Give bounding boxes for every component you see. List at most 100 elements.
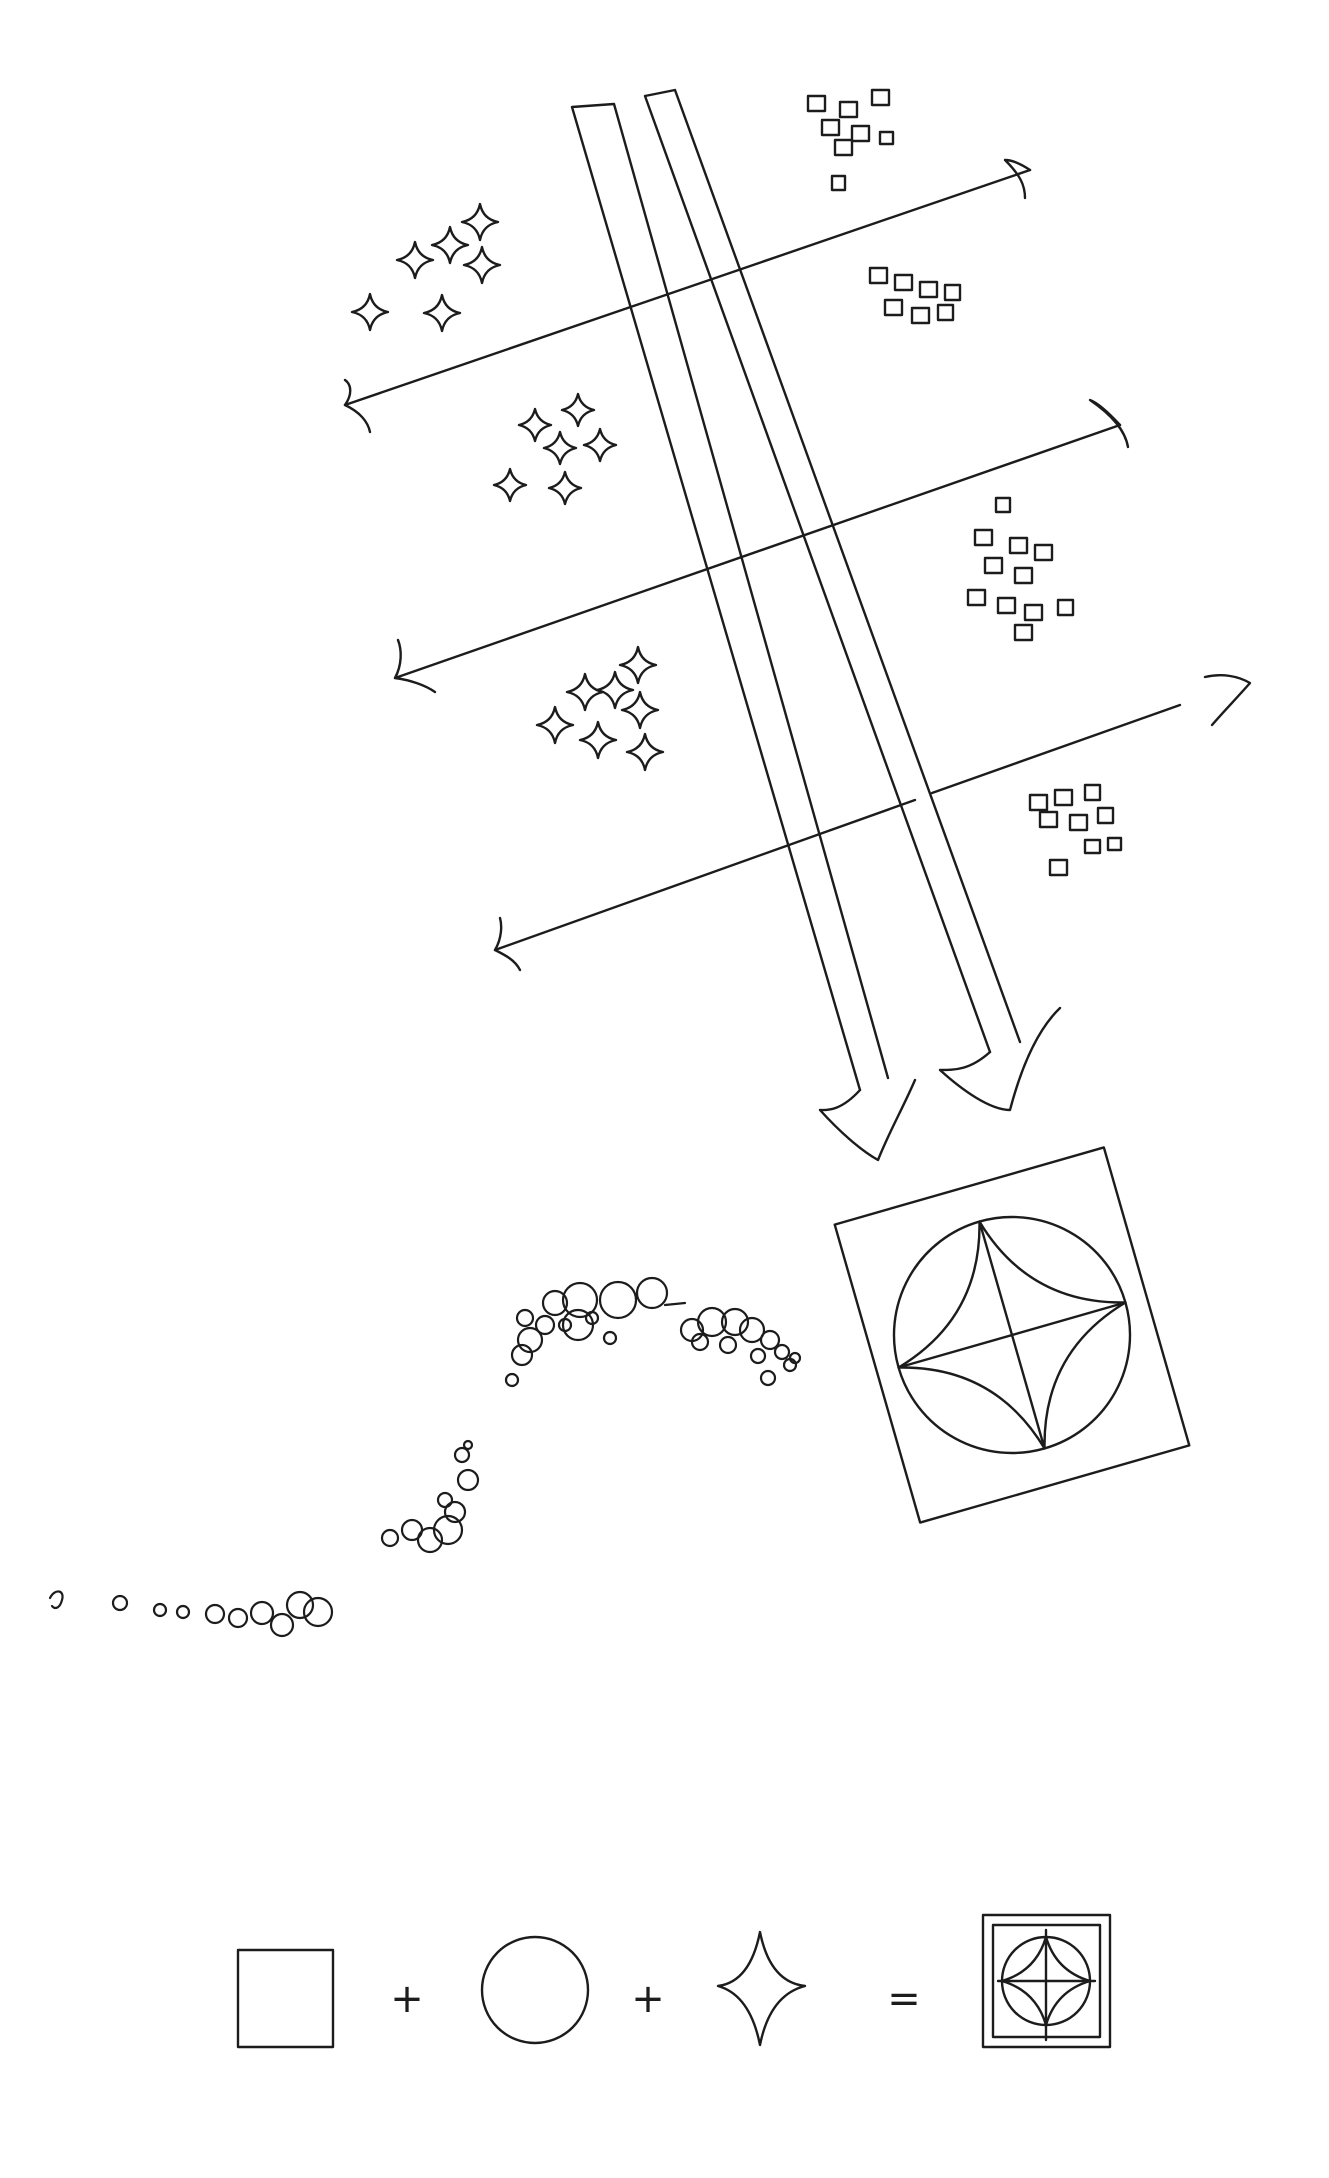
four-point-star <box>567 674 603 710</box>
small-circle <box>563 1283 597 1317</box>
small-circle <box>455 1448 469 1462</box>
small-circle <box>751 1349 765 1363</box>
four-point-star <box>537 707 573 743</box>
small-square <box>1055 790 1072 805</box>
left-shaft-arrowhead <box>820 1080 915 1160</box>
small-circle <box>304 1598 332 1626</box>
small-circle <box>518 1328 542 1352</box>
star-cluster-2 <box>494 394 616 504</box>
square-cluster-4 <box>1030 785 1121 875</box>
star-cluster-1 <box>352 204 500 331</box>
four-point-star <box>597 672 633 708</box>
equation-plus-1: + <box>390 1976 424 2022</box>
small-square <box>1015 568 1032 583</box>
small-square <box>1035 545 1052 560</box>
small-circle <box>251 1602 273 1624</box>
small-square <box>920 282 937 297</box>
small-square <box>912 308 929 323</box>
equation-circle <box>482 1937 588 2043</box>
double-arrow-1-right-head <box>1005 160 1030 198</box>
small-square <box>835 140 852 155</box>
small-square <box>975 530 992 545</box>
small-square <box>832 176 845 190</box>
small-circle <box>517 1310 533 1326</box>
framed-motif-small <box>983 1915 1110 2047</box>
small-square <box>945 285 960 300</box>
small-circle <box>586 1312 598 1324</box>
small-circle <box>506 1374 518 1386</box>
double-arrow-3-left-head <box>495 918 520 970</box>
small-square <box>1030 795 1047 810</box>
four-point-star <box>549 472 581 504</box>
four-point-star <box>462 204 498 240</box>
small-circle <box>287 1592 313 1618</box>
double-arrow-1-line <box>345 170 1030 405</box>
double-arrow-3-line <box>495 705 1180 950</box>
small-square <box>968 590 985 605</box>
small-circle <box>445 1502 465 1522</box>
small-square <box>1085 840 1100 853</box>
small-square <box>1098 808 1113 823</box>
small-square <box>822 120 839 135</box>
small-circle <box>775 1345 789 1359</box>
double-arrow-2-left-head <box>395 640 435 692</box>
double-shaft-arrow <box>572 90 1060 1160</box>
right-shaft-arrowhead <box>940 1008 1060 1110</box>
small-circle <box>536 1316 554 1334</box>
small-square <box>1025 605 1042 620</box>
double-arrow-3 <box>495 675 1250 970</box>
four-point-star <box>620 647 656 683</box>
small-circle <box>458 1470 478 1490</box>
small-square <box>998 598 1015 613</box>
small-circle <box>761 1331 779 1349</box>
small-square <box>808 96 825 111</box>
circle-trail <box>50 1278 800 1636</box>
trail-dash <box>665 1303 685 1305</box>
small-circle <box>740 1318 764 1342</box>
small-circle <box>720 1337 736 1353</box>
four-point-star <box>494 469 526 501</box>
small-square <box>996 498 1010 512</box>
equation-star <box>718 1932 805 2045</box>
motif-frame <box>835 1147 1190 1522</box>
equation-square <box>238 1950 333 2047</box>
four-point-star <box>352 294 388 330</box>
small-square <box>1040 812 1057 827</box>
square-cluster-1 <box>808 90 893 190</box>
small-square <box>1015 625 1032 640</box>
small-square <box>852 126 869 141</box>
motif-cross <box>866 1189 1158 1481</box>
equation-equals: = <box>887 1976 921 2022</box>
small-square <box>872 90 889 105</box>
small-circle <box>229 1609 247 1627</box>
small-circle <box>790 1353 800 1363</box>
small-square <box>895 275 912 290</box>
trail-hook <box>50 1591 63 1608</box>
small-square <box>885 300 902 315</box>
four-point-star <box>464 247 500 283</box>
small-circle <box>154 1604 166 1616</box>
four-point-star <box>519 409 551 441</box>
small-circle <box>206 1605 224 1623</box>
four-point-star <box>544 432 576 464</box>
four-point-star <box>584 429 616 461</box>
left-shaft <box>572 104 888 1090</box>
small-square <box>1050 860 1067 875</box>
small-circle <box>722 1309 748 1335</box>
small-circle <box>761 1371 775 1385</box>
small-circle <box>464 1441 472 1449</box>
small-circle <box>382 1530 398 1546</box>
small-square <box>1010 538 1027 553</box>
small-circle <box>604 1332 616 1344</box>
small-square <box>1085 785 1100 800</box>
small-circle <box>698 1308 726 1336</box>
small-motif-outer-frame <box>983 1915 1110 2047</box>
small-square <box>870 268 887 283</box>
double-arrow-2-line <box>395 425 1120 678</box>
small-circle <box>512 1345 532 1365</box>
small-circle <box>271 1614 293 1636</box>
double-arrow-2-right-head <box>1090 400 1128 447</box>
small-circle <box>418 1528 442 1552</box>
